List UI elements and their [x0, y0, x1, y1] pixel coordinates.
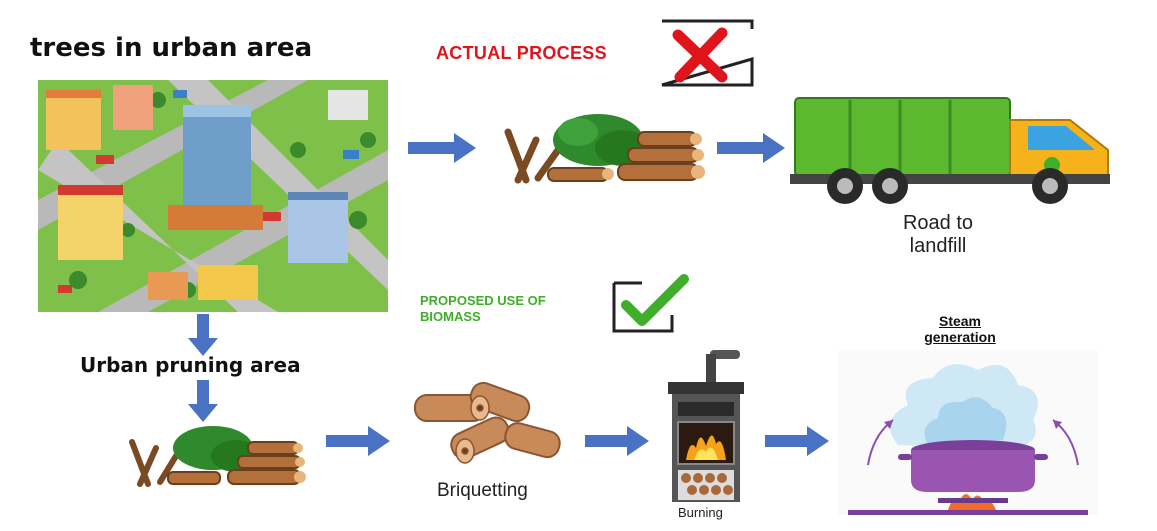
urban-trees-title: trees in urban area [30, 33, 313, 63]
arrow-right-1 [408, 133, 476, 163]
burning-label: Burning [678, 505, 723, 520]
garbage-truck-icon [790, 97, 1110, 204]
check-box-icon [612, 274, 689, 333]
proposed-line-1: PROPOSED USE OF [420, 293, 546, 308]
arrow-down-1 [188, 314, 218, 356]
arrow-right-5 [765, 426, 829, 456]
arrow-right-4 [585, 426, 649, 456]
actual-process-label: ACTUAL PROCESS [436, 43, 607, 63]
road-line-2: landfill [909, 235, 967, 257]
urban-pruning-label: Urban pruning area [80, 353, 301, 377]
road-to-landfill-label: Road to landfill [878, 212, 998, 258]
pruned-wood-icon [504, 114, 705, 184]
proposed-line-2: BIOMASS [420, 309, 481, 324]
cross-box-icon [661, 19, 754, 87]
arrow-down-2 [188, 380, 218, 422]
briquettes-icon [414, 381, 561, 464]
steam-line-2: generation [924, 329, 996, 345]
wood-stove-icon [668, 350, 744, 502]
arrow-right-3 [326, 426, 390, 456]
road-line-1: Road to [902, 212, 974, 234]
proposed-biomass-label: PROPOSED USE OF BIOMASS [420, 293, 546, 325]
urban-city-illustration [38, 80, 388, 312]
steam-pot-icon [838, 350, 1098, 515]
pruned-wood-bottom-icon [129, 426, 306, 487]
steam-line-1: Steam [938, 313, 982, 329]
arrow-right-2 [717, 133, 785, 163]
steam-generation-title: Steam generation [900, 313, 1020, 345]
briquetting-label: Briquetting [437, 480, 528, 501]
